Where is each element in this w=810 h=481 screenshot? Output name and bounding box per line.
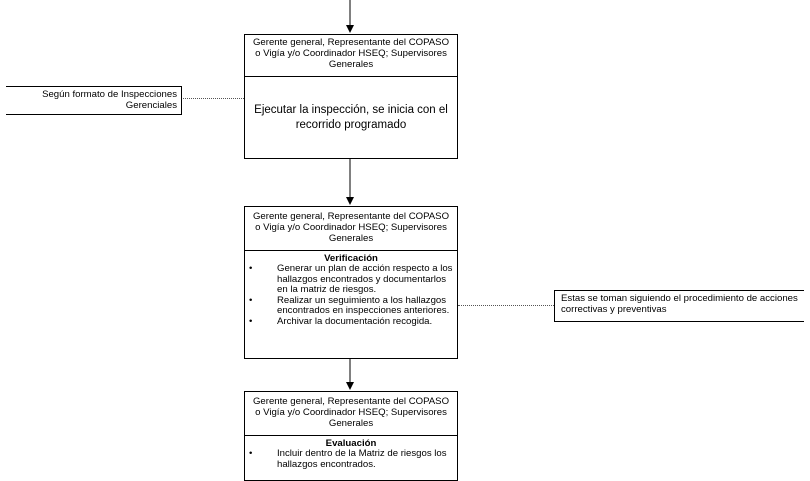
step-2-box: Gerente general, Representante del COPAS… [244, 206, 458, 359]
note-right: Estas se toman siguiendo el procedimient… [554, 290, 804, 322]
note-right-text: Estas se toman siguiendo el procedimient… [561, 293, 798, 315]
step-2-item: Archivar la documentación recogida. [245, 316, 457, 328]
step-1-action: Ejecutar la inspección, se inicia con el… [254, 103, 448, 131]
step-3-list: Incluir dentro de la Matriz de riesgos l… [245, 448, 457, 470]
note-left-text: Según formato de Inspecciones Gerenciale… [42, 89, 177, 111]
note-left: Según formato de Inspecciones Gerenciale… [6, 86, 182, 115]
connector-arrows [346, 0, 354, 390]
step-1-box: Gerente general, Representante del COPAS… [244, 34, 458, 159]
note-left-connector [183, 98, 244, 99]
step-3-title: Evaluación [325, 438, 377, 449]
step-3-box: Gerente general, Representante del COPAS… [244, 391, 458, 481]
step-2-item: Realizar un seguimiento a los hallazgos … [245, 295, 457, 317]
step-2-item: Generar un plan de acción respecto a los… [245, 263, 457, 296]
note-right-connector [458, 305, 554, 306]
step-2-list: Generar un plan de acción respecto a los… [245, 263, 457, 328]
step-1-role: Gerente general, Representante del COPAS… [245, 35, 457, 77]
step-3-role: Gerente general, Representante del COPAS… [245, 392, 457, 436]
step-2-role: Gerente general, Representante del COPAS… [245, 207, 457, 251]
step-3-item: Incluir dentro de la Matriz de riesgos l… [245, 448, 457, 470]
step-2-title: Verificación [324, 253, 378, 264]
